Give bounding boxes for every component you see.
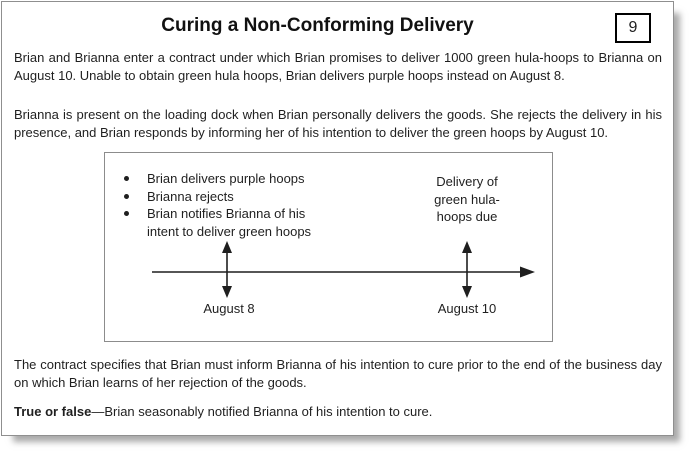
paragraph-facts-2: Brianna is present on the loading dock w…	[14, 107, 662, 140]
event-text: Brianna rejects	[147, 188, 234, 204]
timeline-graphic	[152, 241, 535, 298]
date-label-august-10: August 10	[437, 301, 497, 316]
bullet-icon	[124, 176, 129, 181]
paragraph-contract-terms: The contract specifies that Brian must i…	[14, 357, 662, 390]
slide-number: 9	[628, 19, 638, 36]
bullet-icon	[124, 193, 129, 199]
slide-number-box: 9	[615, 13, 651, 43]
paragraph-facts-1: Brian and Brianna enter a contract under…	[14, 50, 662, 83]
event-bullet-list: Brian delivers purple hoops Brianna reje…	[119, 170, 337, 240]
question-line: True or false—Brian seasonably notified …	[14, 403, 662, 421]
event-marker-aug10-down-arrowhead-icon	[462, 286, 472, 298]
event-marker-aug8-down-arrowhead-icon	[222, 286, 232, 298]
page-title: Curing a Non-Conforming Delivery	[161, 15, 474, 36]
event-text: Brian notifies Brianna of his intent to …	[147, 206, 312, 239]
question-prompt-label: True or false	[14, 404, 92, 419]
list-item: Brian notifies Brianna of his intent to …	[119, 205, 337, 240]
event-text: Brian delivers purple hoops	[147, 171, 305, 186]
timeline-axis-arrowhead-icon	[520, 266, 535, 278]
event-marker-aug8-up-arrowhead-icon	[222, 241, 232, 253]
delivery-due-label: Delivery of green hula-hoops due	[434, 174, 500, 224]
slide: Curing a Non-Conforming Delivery 9 Brian…	[1, 1, 674, 436]
date-label-august-8: August 8	[203, 301, 255, 316]
timeline-diagram: Brian delivers purple hoops Brianna reje…	[104, 152, 553, 342]
list-item: Brian delivers purple hoops	[119, 170, 337, 188]
question-text: —Brian seasonably notified Brianna of hi…	[91, 404, 433, 419]
event-marker-aug10-up-arrowhead-icon	[462, 241, 472, 253]
bullet-icon	[124, 211, 129, 216]
list-item: Brianna rejects	[119, 188, 337, 206]
